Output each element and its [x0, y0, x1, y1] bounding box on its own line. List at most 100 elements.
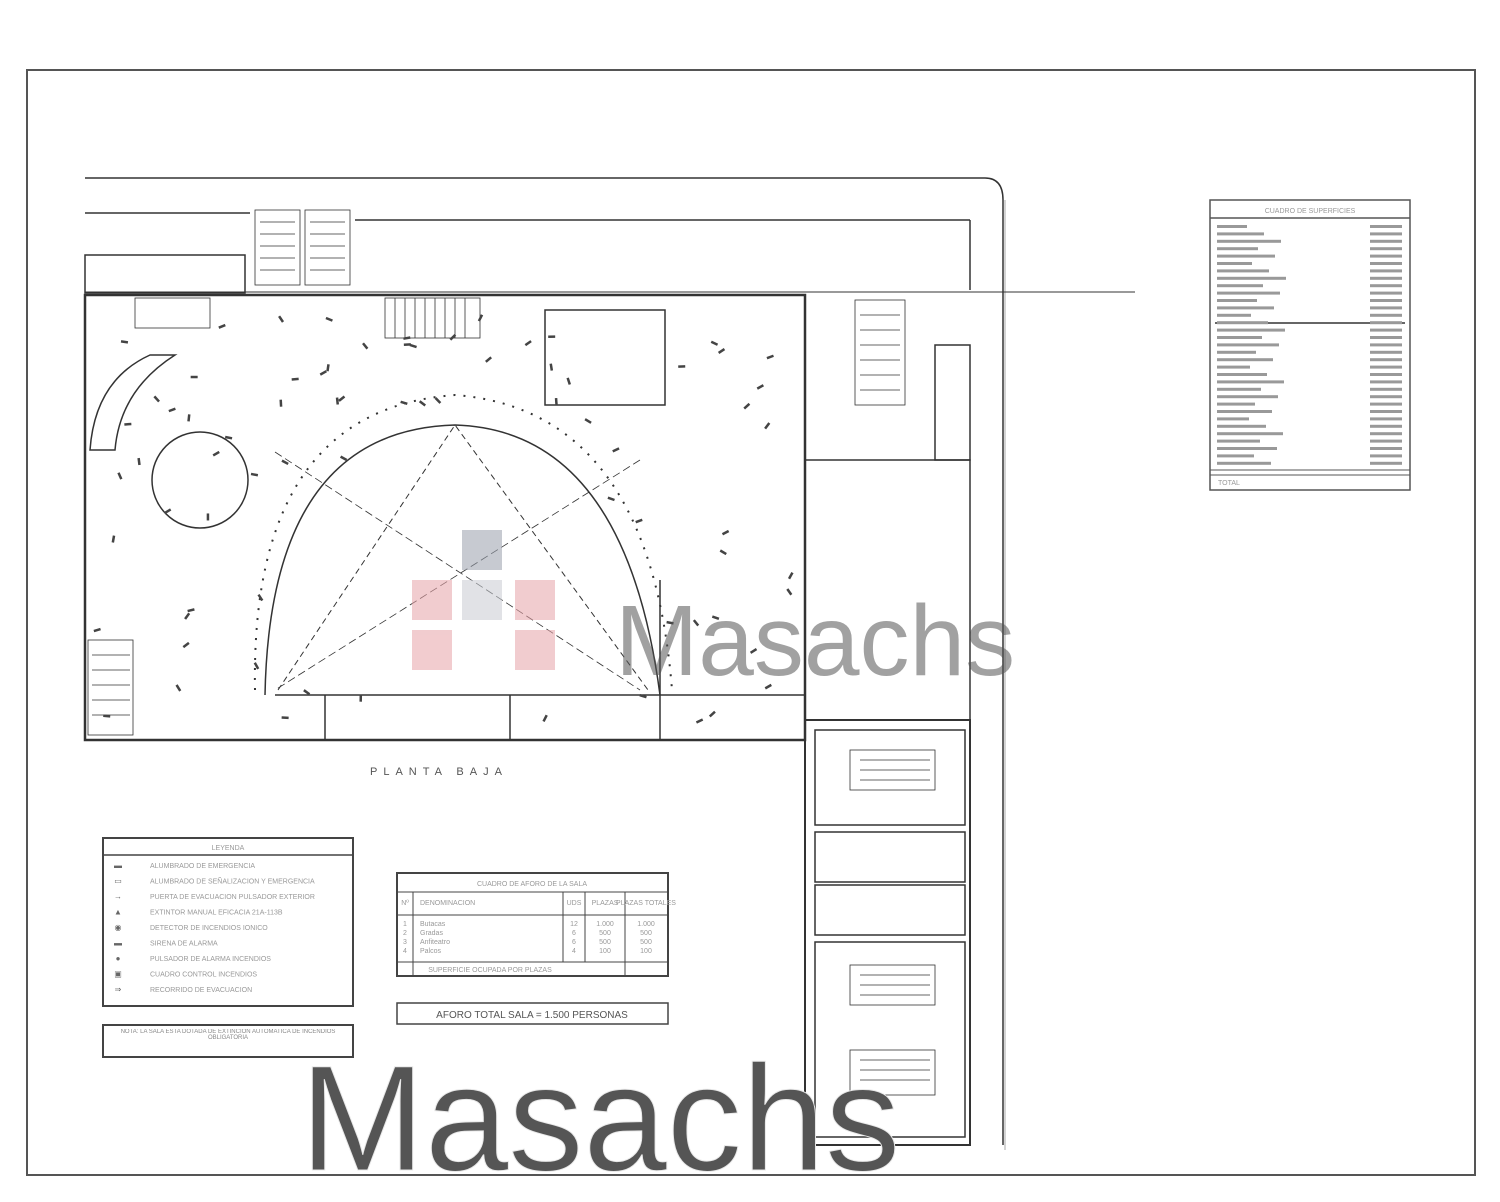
- evacuation-arrow-icon: [206, 513, 210, 521]
- evacuation-arrow-icon: [325, 316, 333, 322]
- evacuation-arrow-icon: [743, 402, 751, 410]
- legend-title: LEYENDA: [212, 845, 245, 852]
- surface-row-label: [1217, 299, 1257, 302]
- evacuation-arrow-icon: [403, 336, 411, 340]
- surface-row-label: [1217, 284, 1263, 288]
- surface-row-label: [1217, 432, 1283, 436]
- plan-title: PLANTA BAJA: [370, 766, 508, 778]
- capacity-cell: Anfiteatro: [420, 939, 450, 946]
- legend-symbol-icon: ▭: [114, 877, 122, 886]
- legend-item-label: DETECTOR DE INCENDIOS IONICO: [150, 925, 268, 932]
- capacity-cell: 3: [403, 939, 407, 946]
- evacuation-arrow-icon: [153, 395, 160, 403]
- evacuation-arrow-icon: [326, 364, 330, 372]
- evacuation-arrow-icon: [362, 342, 369, 350]
- surface-row-value: [1370, 225, 1402, 228]
- evacuation-arrow-icon: [678, 365, 686, 368]
- watermark-text: Masachs: [615, 585, 1015, 697]
- legend-symbol-icon: ▬: [114, 861, 122, 870]
- surface-row-value: [1370, 417, 1402, 421]
- evacuation-arrow-icon: [434, 397, 442, 404]
- evacuation-arrow-icon: [190, 375, 198, 379]
- surface-row-label: [1217, 262, 1252, 265]
- evacuation-arrow-icon: [281, 459, 289, 466]
- surface-row-value: [1370, 358, 1402, 362]
- capacity-cell: 6: [572, 930, 576, 937]
- evacuation-arrow-icon: [612, 447, 620, 453]
- surface-row-value: [1370, 373, 1402, 376]
- evacuation-arrow-icon: [635, 518, 643, 524]
- surface-row-label: [1217, 387, 1261, 391]
- building-outline: [83, 177, 1135, 1146]
- legend-symbol-icon: →: [114, 892, 122, 901]
- capacity-header: PLAZAS TOTALES: [616, 900, 676, 907]
- surface-row-label: [1217, 291, 1280, 295]
- surface-row-value: [1370, 254, 1402, 258]
- evacuation-arrow-icon: [279, 399, 283, 407]
- evacuation-arrow-icon: [449, 333, 457, 341]
- legend-symbol-icon: ▲: [114, 908, 122, 917]
- surface-row-value: [1370, 321, 1402, 325]
- surface-row-label: [1217, 225, 1247, 228]
- evacuation-arrows: [93, 314, 794, 724]
- surface-row-label: [1217, 402, 1255, 406]
- evacuation-arrow-icon: [542, 714, 548, 722]
- surface-row-value: [1370, 328, 1402, 332]
- evacuation-arrow-icon: [708, 710, 716, 718]
- surface-row-value: [1370, 276, 1402, 280]
- capacity-cell: 1.000: [637, 921, 655, 928]
- evacuation-arrow-icon: [253, 662, 260, 670]
- capacity-cell: 1.000: [596, 921, 614, 928]
- evacuation-arrow-icon: [721, 529, 730, 536]
- capacity-cell: 500: [599, 939, 611, 946]
- evacuation-arrow-icon: [524, 340, 532, 347]
- legend-item-label: CUADRO CONTROL INCENDIOS: [150, 972, 257, 979]
- evacuation-arrow-icon: [717, 348, 726, 354]
- capacity-cell: 12: [570, 921, 578, 928]
- evacuation-arrow-icon: [303, 689, 311, 696]
- surface-row-value: [1370, 247, 1402, 251]
- capacity-cell: Butacas: [420, 921, 446, 928]
- evacuation-arrow-icon: [764, 422, 771, 430]
- legend-item-label: RECORRIDO DE EVACUACION: [150, 987, 252, 994]
- capacity-cell: 4: [403, 948, 407, 955]
- legend-item-label: PUERTA DE EVACUACION PULSADOR EXTERIOR: [150, 894, 315, 901]
- capacity-cell: 500: [599, 930, 611, 937]
- evacuation-arrow-icon: [257, 593, 264, 602]
- legend-symbol-icon: ⇒: [115, 985, 122, 994]
- stairs: [87, 209, 936, 1096]
- legend-symbol-icon: ●: [116, 954, 121, 963]
- surface-row-value: [1370, 239, 1402, 243]
- surface-row-value: [1370, 380, 1402, 384]
- evacuation-arrow-icon: [554, 397, 558, 406]
- evacuation-arrow-icon: [103, 714, 111, 718]
- evacuation-arrow-icon: [250, 472, 259, 477]
- evacuation-arrow-icon: [335, 397, 339, 405]
- surface-row-label: [1217, 395, 1278, 399]
- surface-row-label: [1217, 321, 1268, 325]
- surface-row-value: [1370, 402, 1402, 406]
- evacuation-arrow-icon: [485, 356, 492, 363]
- surface-row-value: [1370, 262, 1402, 265]
- evacuation-arrow-icon: [710, 340, 719, 346]
- auditorium-seating: [89, 354, 673, 696]
- evacuation-arrow-icon: [607, 496, 615, 502]
- evacuation-arrow-icon: [786, 588, 793, 596]
- evacuation-arrow-icon: [477, 314, 484, 322]
- surface-row-value: [1370, 269, 1402, 273]
- evacuation-arrow-icon: [695, 718, 704, 724]
- surface-row-value: [1370, 461, 1402, 465]
- evacuation-arrow-icon: [281, 716, 289, 720]
- legend-box: LEYENDA ▬ALUMBRADO DE EMERGENCIA▭ALUMBRA…: [102, 837, 354, 1007]
- surface-row-label: [1217, 313, 1251, 317]
- surface-row-label: [1217, 239, 1281, 243]
- surface-row-value: [1370, 439, 1402, 443]
- surface-row-value: [1370, 410, 1402, 413]
- legend-symbol-icon: ▣: [114, 970, 122, 979]
- surface-row-label: [1217, 306, 1274, 310]
- note-text: NOTA: LA SALA ESTA DOTADA DE EXTINCION A…: [120, 1029, 336, 1041]
- capacity-cell: 100: [640, 948, 652, 955]
- surface-row-label: [1217, 373, 1267, 376]
- evacuation-arrow-icon: [787, 571, 794, 580]
- aforo-text: AFORO TOTAL SALA = 1.500 PERSONAS: [436, 1010, 628, 1021]
